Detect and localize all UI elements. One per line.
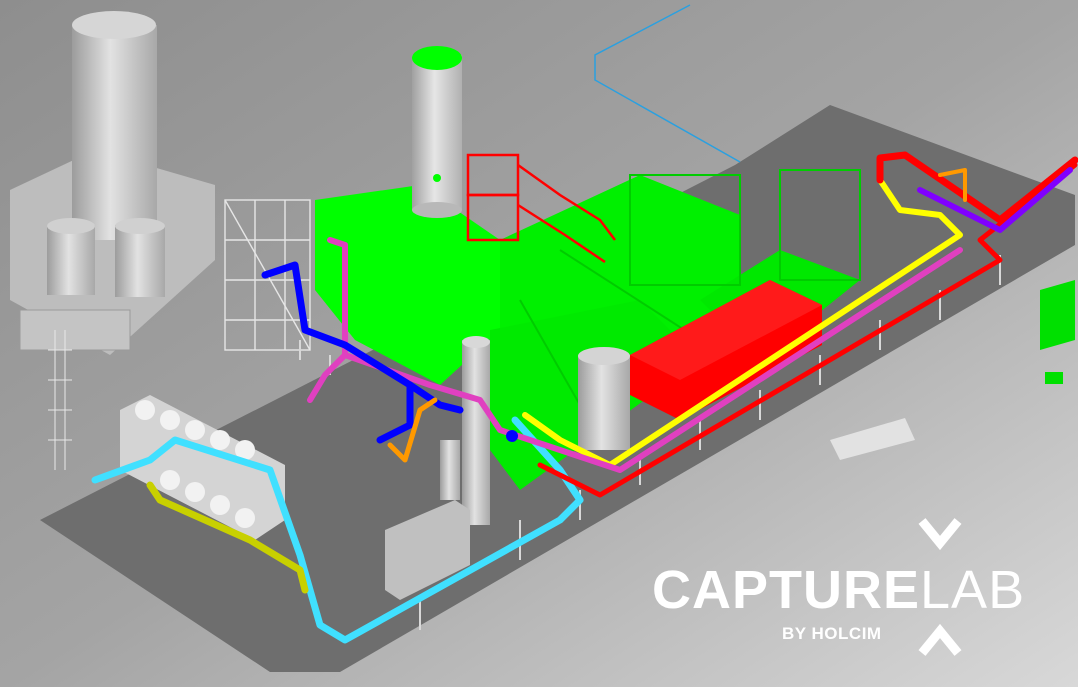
utility-box — [385, 500, 470, 600]
magenta-pipe-low — [307, 352, 348, 403]
air-cooler-bank — [120, 395, 285, 540]
logo-brand-bold: CAPTURE — [652, 560, 921, 620]
blue-pipe-low — [376, 381, 414, 444]
green-top-vessel — [412, 46, 462, 218]
gray-vessel — [578, 347, 630, 450]
blue-pipe-fitting — [506, 430, 518, 442]
side-platform-slab — [10, 150, 215, 355]
cyan-pipe — [91, 416, 584, 644]
orange-pipe-top — [938, 168, 967, 202]
orange-pipe — [387, 397, 438, 463]
far-right-block — [1040, 280, 1075, 350]
blue-pipe — [261, 261, 464, 414]
magenta-pipe — [327, 237, 963, 473]
purple-pipe — [917, 167, 1073, 233]
chevron-down-icon — [918, 518, 962, 551]
olive-pipe — [146, 481, 309, 594]
red-container — [630, 280, 822, 420]
ground-plate — [830, 418, 915, 460]
silo-complex — [19, 11, 165, 470]
red-skid-frame — [466, 153, 616, 264]
logo-wordmark: CAPTURELAB — [652, 563, 1025, 623]
red-pipe-top — [876, 151, 1078, 224]
logo-tagline: BY HOLCIM — [782, 624, 882, 643]
chevron-up-icon — [918, 623, 962, 656]
small-green-block — [1045, 372, 1063, 384]
cable-line — [594, 4, 741, 163]
yellow-pipe — [522, 177, 963, 468]
pipes — [91, 151, 1078, 644]
stripper-column — [440, 336, 490, 525]
capturelab-logo: CAPTURELAB BY HOLCIM — [640, 515, 1050, 665]
logo-brand-light: LAB — [920, 560, 1026, 620]
